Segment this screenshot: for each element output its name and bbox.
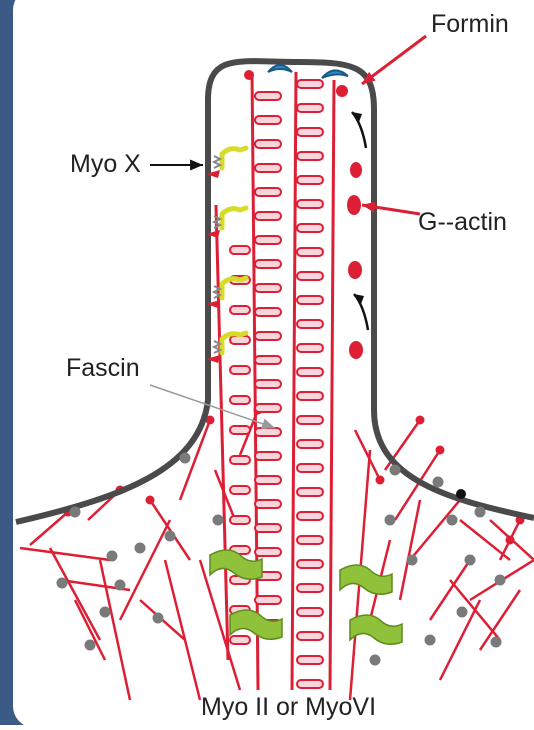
- arp23-complex-icon: [165, 531, 176, 542]
- arp23-complex-icon: [385, 515, 396, 526]
- fascin-crosslink: [255, 308, 281, 316]
- fascin-crosslink: [230, 396, 250, 404]
- fascin-crosslink: [230, 246, 250, 254]
- fascin-crosslink: [297, 368, 323, 376]
- fascin-crosslink: [297, 200, 323, 208]
- fascin-crosslink: [297, 320, 323, 328]
- arp23-complex-icon: [495, 575, 506, 586]
- arp23-complex-icon: [115, 580, 126, 591]
- fascin-crosslink: [230, 366, 250, 374]
- fascin-crosslink: [255, 284, 281, 292]
- g-actin-monomer-icon: [350, 162, 362, 178]
- fascin-crosslink: [255, 476, 281, 484]
- fascin-crosslink: [297, 344, 323, 352]
- arp23-complex-icon: [107, 551, 118, 562]
- fascin-crosslink: [255, 500, 281, 508]
- fascin-crosslink: [255, 236, 281, 244]
- fascin-crosslink: [297, 128, 323, 136]
- fascin-crosslink: [297, 536, 323, 544]
- fascin-crosslink: [297, 488, 323, 496]
- fascin-crosslink: [255, 356, 281, 364]
- actin-barbed-end: [506, 536, 515, 545]
- arp23-complex-icon: [135, 543, 146, 554]
- fascin-crosslink: [297, 296, 323, 304]
- arp23-complex-icon: [370, 655, 381, 666]
- fascin-crosslink: [255, 164, 281, 172]
- label-myo-x: Myo X: [70, 152, 141, 177]
- arp23-complex-icon: [213, 515, 224, 526]
- fascin-crosslink: [297, 680, 323, 688]
- fascin-crosslink: [255, 188, 281, 196]
- fascin-crosslink: [255, 260, 281, 268]
- fascin-crosslink: [297, 512, 323, 520]
- fascin-crosslink: [297, 464, 323, 472]
- fascin-crosslink: [297, 152, 323, 160]
- fascin-crosslink: [255, 116, 281, 124]
- g-actin-monomer-icon: [348, 261, 362, 279]
- arp23-complex-icon: [57, 578, 68, 589]
- fascin-crosslink: [297, 416, 323, 424]
- fascin-crosslink: [297, 176, 323, 184]
- fascin-crosslink: [255, 404, 281, 412]
- fascin-crosslink: [297, 80, 323, 88]
- actin-barbed-end: [146, 496, 155, 505]
- fascin-crosslink: [230, 426, 250, 434]
- label-myo-ii-or-myo-vi: Myo II or MyoVI: [201, 695, 376, 720]
- arp23-complex-icon: [465, 555, 476, 566]
- fascin-crosslink: [297, 584, 323, 592]
- arp23-complex-icon: [153, 613, 164, 624]
- arp23-complex-icon: [70, 507, 81, 518]
- arp23-complex-icon: [180, 453, 191, 464]
- fascin-crosslink: [230, 306, 250, 314]
- fascin-crosslink: [230, 456, 250, 464]
- actin-barbed-end: [436, 446, 445, 455]
- arp23-complex-icon: [433, 477, 444, 488]
- label-fascin: Fascin: [66, 356, 140, 381]
- fascin-crosslink: [255, 548, 281, 556]
- arp23-complex-icon: [425, 635, 436, 646]
- fascin-crosslink: [255, 524, 281, 532]
- label-formin: Formin: [431, 12, 509, 37]
- fascin-crosslink: [297, 104, 323, 112]
- actin-barbed-end: [376, 476, 385, 485]
- fascin-crosslink: [297, 224, 323, 232]
- label-g-actin: G--actin: [418, 210, 507, 235]
- fascin-crosslink: [255, 92, 281, 100]
- g-actin-monomer-icon: [347, 195, 361, 215]
- arp23-complex-icon: [475, 507, 486, 518]
- arp23-complex-icon: [85, 640, 96, 651]
- fascin-crosslink: [297, 272, 323, 280]
- arp23-complex-icon: [457, 607, 468, 618]
- arp23-complex-icon: [447, 515, 458, 526]
- fascin-crosslink: [297, 632, 323, 640]
- fascin-crosslink: [297, 560, 323, 568]
- actin-barbed-end: [416, 416, 425, 425]
- fascin-crosslink: [230, 636, 250, 644]
- fascin-crosslink: [297, 656, 323, 664]
- fascin-crosslink: [297, 392, 323, 400]
- filament-barbed-end: [336, 85, 348, 97]
- fascin-crosslink: [255, 140, 281, 148]
- fascin-crosslink: [255, 212, 281, 220]
- g-actin-monomer-icon: [349, 341, 363, 359]
- fascin-crosslink: [255, 332, 281, 340]
- fascin-crosslink: [230, 486, 250, 494]
- fascin-crosslink: [255, 596, 281, 604]
- arp23-complex-icon: [456, 489, 466, 499]
- fascin-crosslink: [230, 516, 250, 524]
- arp23-complex-icon: [491, 637, 502, 648]
- filament-barbed-end: [244, 70, 254, 80]
- arp23-complex-icon: [390, 465, 401, 476]
- fascin-crosslink: [255, 428, 281, 436]
- arp23-complex-icon: [100, 607, 111, 618]
- fascin-crosslink: [297, 248, 323, 256]
- arp23-complex-icon: [407, 555, 418, 566]
- fascin-crosslink: [255, 380, 281, 388]
- fascin-crosslink: [297, 608, 323, 616]
- fascin-crosslink: [255, 452, 281, 460]
- fascin-crosslink: [297, 440, 323, 448]
